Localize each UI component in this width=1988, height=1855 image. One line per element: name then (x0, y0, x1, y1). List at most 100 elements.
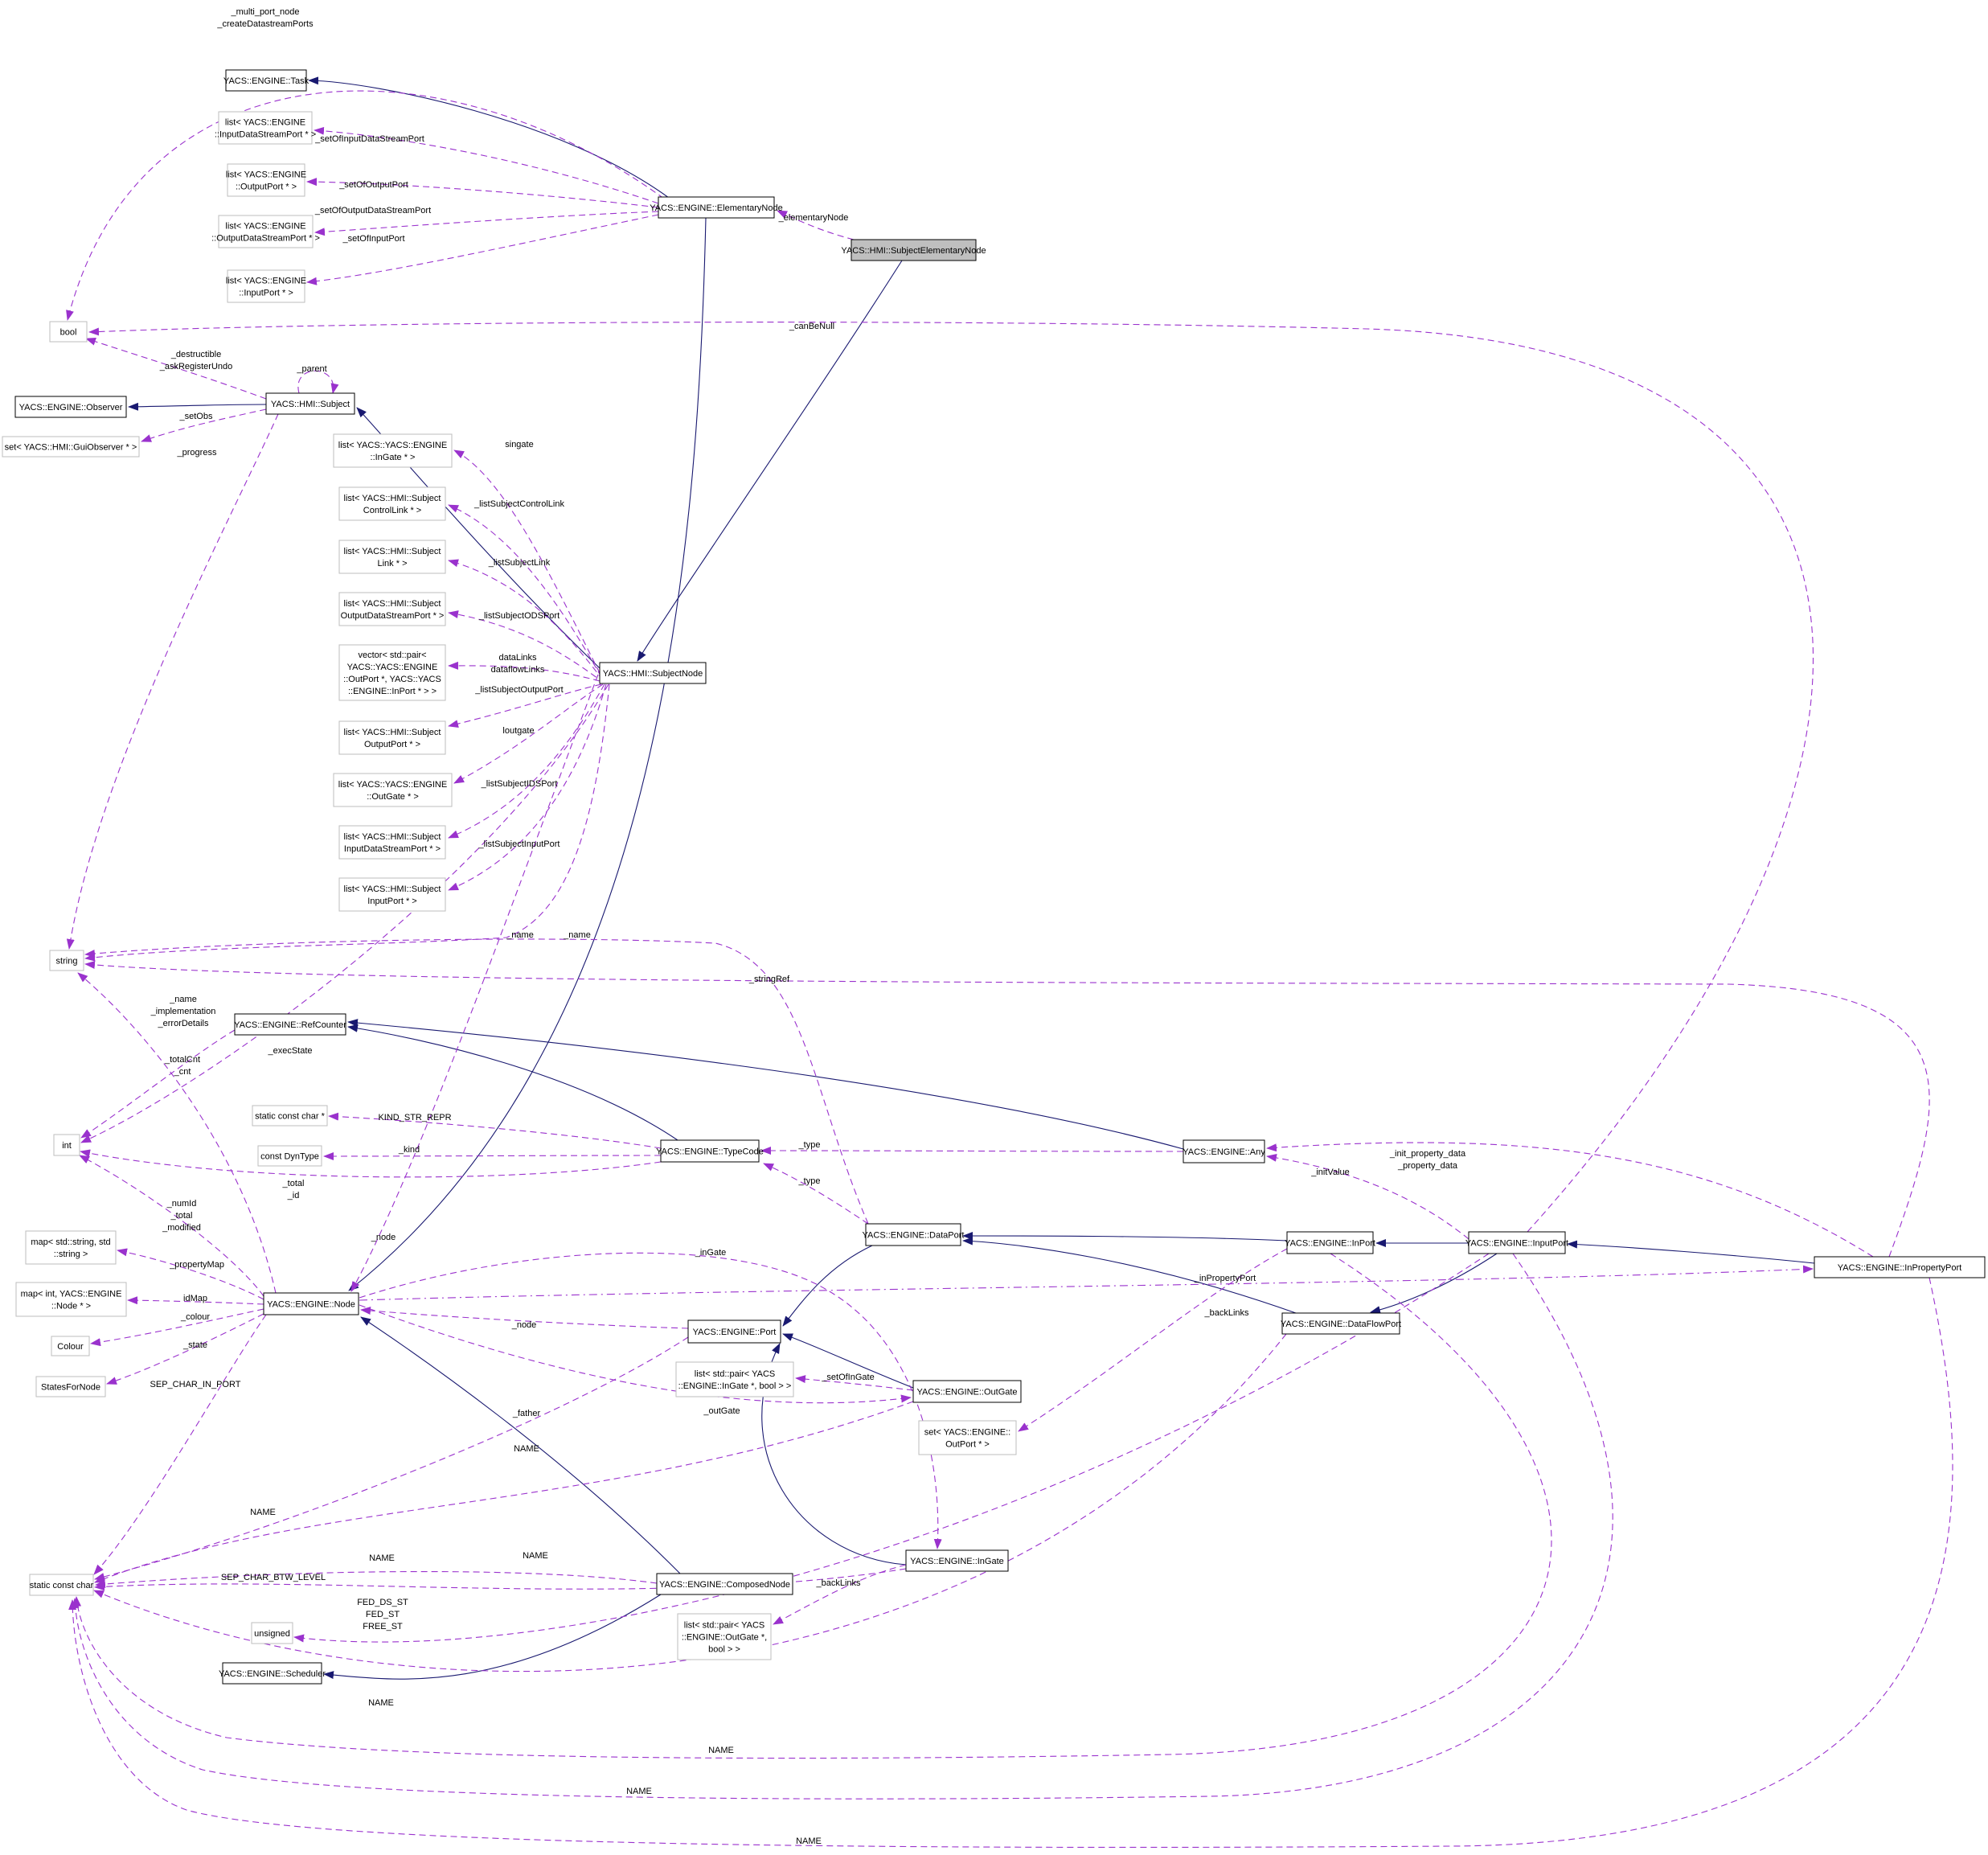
class-box-label-string: string (56, 957, 78, 966)
edge-label-name: NAME (626, 1787, 652, 1796)
edge-node-to-int (79, 1155, 264, 1297)
class-box-any[interactable]: YACS::ENGINE::Any (1183, 1139, 1265, 1163)
edge-label--setofinputdatastreamport: _setOfInputDataStreamPort (314, 134, 424, 144)
edge-subject-node-to-list-subject-idsport (448, 683, 605, 839)
edge-label--errordetails: _errorDetails (158, 1019, 209, 1028)
class-box-node[interactable]: YACS::ENGINE::Node (263, 1292, 359, 1315)
class-box-composed-node[interactable]: YACS::ENGINE::ComposedNode (656, 1573, 793, 1595)
class-box-colour: Colour (51, 1336, 90, 1356)
class-box-label-observer: YACS::ENGINE::Observer (19, 403, 123, 412)
class-box-observer[interactable]: YACS::ENGINE::Observer (14, 396, 127, 418)
class-box-label-map-int-node: ::Node * > (51, 1302, 91, 1311)
edge-composed-node-to-scheduler (323, 1594, 662, 1680)
class-box-label-set-guiobserver: set< YACS::HMI::GuiObserver * > (5, 443, 137, 453)
class-box-label-list-ip: ::InputPort * > (239, 289, 293, 298)
edge-label--stringref: _stringRef (748, 975, 790, 984)
class-box-port[interactable]: YACS::ENGINE::Port (687, 1319, 781, 1344)
class-box-label-vector-pair-outport-inport: ::ENGINE::InPort * > > (348, 687, 437, 696)
edge-label--createdatastreamports: _createDatastreamPorts (216, 19, 314, 29)
class-box-label-list-subject-controllink: ControlLink * > (363, 506, 421, 515)
class-box-list-op: list< YACS::ENGINE::OutputPort * > (226, 163, 306, 197)
edge-inpropertyport-to-static-const-char (68, 1277, 1953, 1849)
edge-subject-to-bool (85, 337, 267, 400)
edge-elementary-node-to-list-odsp (314, 211, 659, 236)
class-box-subject-elementary-node[interactable]: YACS::HMI::SubjectElementaryNode (841, 239, 986, 261)
edge-label--colour: _colour (180, 1312, 210, 1322)
class-box-label-list-odsp: ::OutputDataStreamPort * > (211, 234, 320, 244)
class-box-inpropertyport[interactable]: YACS::ENGINE::InPropertyPort (1814, 1256, 1986, 1278)
class-box-label-list-pair-ingate-bool: ::ENGINE::InGate *, bool > > (678, 1381, 792, 1391)
edge-node-to-ingate (359, 1252, 942, 1549)
class-box-label-map-string-string: map< std::string, std (31, 1237, 110, 1247)
edge-subject-node-to-list-subject-odsport (448, 610, 605, 684)
class-box-elementary-node[interactable]: YACS::ENGINE::ElementaryNode (650, 196, 783, 219)
edge-dataport-to-typecode (763, 1163, 869, 1225)
class-box-label-list-op: list< YACS::ENGINE (226, 170, 306, 180)
class-box-label-vector-pair-outport-inport: vector< std::pair< (359, 650, 427, 660)
edge-elementary-node-to-list-idsp (314, 126, 659, 204)
class-box-label-port: YACS::ENGINE::Port (693, 1328, 777, 1337)
class-box-typecode[interactable]: YACS::ENGINE::TypeCode (656, 1139, 764, 1163)
edge-label--node: _node (511, 1320, 537, 1330)
class-box-label-list-subject-outputport: list< YACS::HMI::Subject (344, 728, 441, 737)
class-box-label-list-ip: list< YACS::ENGINE (226, 277, 306, 286)
class-box-dataport[interactable]: YACS::ENGINE::DataPort (863, 1223, 965, 1246)
class-box-const-dyntype: const DynType (257, 1145, 322, 1167)
edge-inpropertyport-to-string (84, 961, 1930, 1258)
edge-composed-node-to-static-const-char (95, 1570, 658, 1589)
class-box-label-typecode: YACS::ENGINE::TypeCode (656, 1147, 764, 1157)
edge-label--setobs: _setObs (179, 412, 213, 421)
edge-label-fed-ds-st: FED_DS_ST (357, 1598, 408, 1607)
edge-label--setofoutputdatastreamport: _setOfOutputDataStreamPort (314, 206, 431, 215)
edge-label--elementarynode: _elementaryNode (778, 213, 849, 223)
class-box-dataflowport[interactable]: YACS::ENGINE::DataFlowPort (1281, 1312, 1401, 1335)
class-box-outgate[interactable]: YACS::ENGINE::OutGate (912, 1380, 1022, 1403)
edge-label--listsubjectlink: _listSubjectLink (488, 558, 551, 568)
edge-subject-elementary-node-to-subject-node (637, 260, 903, 662)
edge-label--cnt: _cnt (174, 1067, 191, 1077)
class-box-scheduler[interactable]: YACS::ENGINE::Scheduler (219, 1662, 326, 1685)
class-box-label-static-const-char: static const char (30, 1581, 94, 1590)
edge-label-sep-char-btw-level: SEP_CHAR_BTW_LEVEL (221, 1573, 326, 1582)
edge-subject-node-to-list-subject-controllink (448, 504, 602, 678)
class-box-subject[interactable]: YACS::HMI::Subject (265, 392, 355, 415)
edge-label-loutgate: loutgate (502, 726, 534, 736)
class-box-label-list-subject-inputport: InputPort * > (367, 897, 416, 906)
class-box-label-states-for-node: StatesForNode (41, 1383, 100, 1393)
edge-dataflowport-to-dataport (962, 1237, 1297, 1314)
class-box-label-task: YACS::ENGINE::Task (223, 76, 309, 86)
edge-label--listsubjectidsport: _listSubjectIDSPort (481, 779, 558, 789)
edge-label--ingate: _inGate (695, 1248, 727, 1258)
class-box-states-for-node: StatesForNode (35, 1376, 106, 1397)
edge-composed-node-to-node (360, 1316, 681, 1574)
class-box-label-composed-node: YACS::ENGINE::ComposedNode (659, 1580, 790, 1590)
edge-label-name: NAME (369, 1553, 395, 1563)
class-box-ingate[interactable]: YACS::ENGINE::InGate (905, 1549, 1009, 1572)
edge-elementary-node-to-task (308, 76, 670, 199)
edge-inpropertyport-to-any (1266, 1142, 1874, 1258)
class-box-list-subject-idsport: list< YACS::HMI::SubjectInputDataStreamP… (338, 825, 446, 860)
edge-node-to-states-for-node (106, 1313, 264, 1385)
edge-port-to-static-const-char (94, 1336, 689, 1581)
class-box-label-scheduler: YACS::ENGINE::Scheduler (219, 1669, 326, 1679)
edge-subject-node-to-vector-pair-outport-inport (448, 661, 600, 682)
edge-label--totalcnt: _totalCnt (164, 1055, 200, 1065)
class-box-label-map-string-string: ::string > (54, 1250, 88, 1259)
class-box-label-inputport: YACS::ENGINE::InputPort (1465, 1239, 1568, 1249)
class-box-label-list-odsp: list< YACS::ENGINE (225, 222, 305, 232)
edge-subject-node-to-list-outgate (453, 683, 604, 784)
class-box-label-list-ingate: ::InGate * > (371, 453, 416, 462)
class-box-label-list-subject-odsport: list< YACS::HMI::Subject (344, 599, 441, 609)
edge-inputport-to-static-const-char (71, 1253, 1613, 1800)
class-box-inport[interactable]: YACS::ENGINE::InPort (1285, 1231, 1375, 1254)
class-box-inputport[interactable]: YACS::ENGINE::InputPort (1465, 1231, 1568, 1254)
class-box-list-ingate: list< YACS::YACS::ENGINE::InGate * > (333, 433, 453, 468)
edge-label-name: NAME (708, 1746, 734, 1755)
class-box-task[interactable]: YACS::ENGINE::Task (223, 69, 309, 92)
edge-inputport-to-any (1266, 1153, 1469, 1240)
class-box-subject-node[interactable]: YACS::HMI::SubjectNode (599, 662, 707, 684)
class-box-map-string-string: map< std::string, std::string > (25, 1230, 117, 1265)
class-box-refcounter[interactable]: YACS::ENGINE::RefCounter (234, 1013, 346, 1036)
